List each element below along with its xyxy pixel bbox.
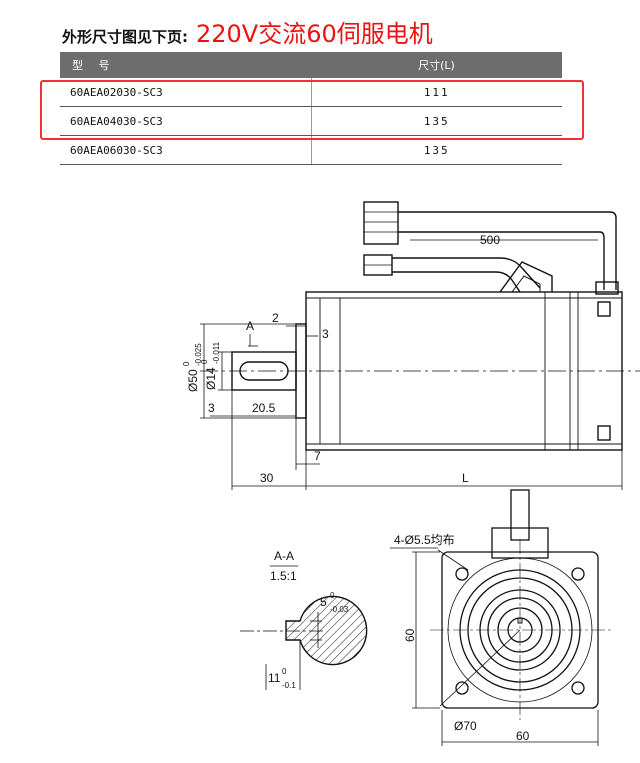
section-view: A-A 1.5:1 5 0 -0.03 11 0 -0.1: [240, 549, 368, 690]
mount-hole: [455, 567, 469, 581]
cell-model: 60AEA06030-SC3: [60, 135, 312, 165]
svg-text:0: 0: [182, 361, 191, 366]
front-height-label: 60: [403, 628, 417, 642]
encoder-connector: [363, 201, 617, 290]
shaft-diameter: Ø14 0 -0.011: [200, 341, 221, 390]
power-connector: [363, 254, 553, 293]
svg-text:0: 0: [200, 359, 209, 364]
highlight-box: [40, 80, 584, 140]
dim-30: 30: [260, 471, 274, 485]
spec-table: 型 号 尺寸(L) 60AEA02030-SC3 111 60AEA04030-…: [60, 52, 562, 165]
front-view: [390, 489, 612, 746]
side-view: [200, 201, 640, 451]
dim-2: 2: [272, 311, 279, 325]
svg-text:0: 0: [282, 667, 287, 676]
mount-holes-label: 4-Ø5.5均布: [394, 533, 455, 547]
mount-hole: [571, 567, 585, 581]
side-labels: 500 A 2 3 3 20.5 7 30 L Ø50 0 -0.025 Ø14…: [182, 233, 500, 485]
heading-title: 220V交流60伺服电机: [196, 20, 433, 48]
front-labels: 4-Ø5.5均布 60 60 Ø70: [394, 533, 530, 743]
section-scale: 1.5:1: [270, 569, 297, 583]
side-dimensions: [200, 239, 623, 490]
cell-model: 60AEA04030-SC3: [60, 106, 312, 136]
dim-3-top: 3: [322, 327, 329, 341]
cell-length: 135: [311, 135, 562, 165]
svg-text:-0.1: -0.1: [282, 681, 296, 690]
table-row: 60AEA04030-SC3 135: [60, 106, 562, 136]
table-row: 60AEA02030-SC3 111: [60, 78, 562, 107]
heading-prefix: 外形尺寸图见下页:: [62, 28, 188, 46]
cell-length: 111: [311, 78, 562, 107]
svg-text:-0.025: -0.025: [194, 343, 203, 366]
flange-diameter: Ø50 0 -0.025: [182, 343, 203, 392]
svg-text:Ø50: Ø50: [186, 369, 200, 392]
dim-L: L: [462, 471, 469, 485]
dim-shaft-length: 20.5: [252, 401, 276, 415]
svg-text:Ø14: Ø14: [204, 367, 218, 390]
dim-7: 7: [314, 449, 321, 463]
key-width: 5: [320, 595, 327, 609]
svg-text:0: 0: [330, 591, 335, 600]
section-marker: A: [246, 319, 254, 333]
table-row: 60AEA06030-SC3 135: [60, 135, 562, 165]
page-heading: 外形尺寸图见下页: 220V交流60伺服电机: [62, 14, 433, 48]
pcd-label: Ø70: [454, 719, 477, 733]
cable-length-label: 500: [480, 233, 500, 247]
section-title: A-A: [274, 549, 294, 563]
dim-3-left: 3: [208, 401, 215, 415]
cell-length: 135: [311, 106, 562, 136]
header-length: 尺寸(L): [311, 52, 562, 78]
mount-hole: [455, 681, 469, 695]
svg-text:-0.03: -0.03: [330, 605, 349, 614]
table-header-row: 型 号 尺寸(L): [60, 52, 562, 78]
shaft-height: 11: [268, 671, 281, 685]
shaft-section: [285, 595, 368, 666]
front-width-label: 60: [516, 729, 530, 743]
header-model: 型 号: [60, 52, 311, 78]
mount-hole: [571, 681, 585, 695]
svg-text:-0.011: -0.011: [212, 341, 221, 364]
cell-model: 60AEA02030-SC3: [60, 78, 312, 107]
